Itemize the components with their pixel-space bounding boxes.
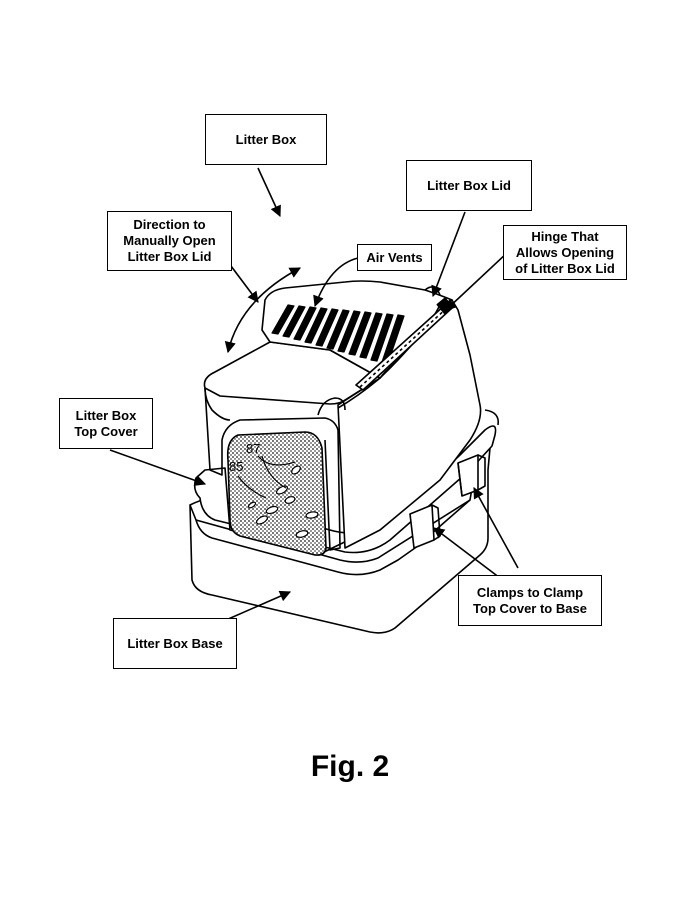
label-litter-box-lid: Litter Box Lid (406, 160, 532, 211)
label-clamps: Clamps to Clamp Top Cover to Base (458, 575, 602, 626)
label-top-cover: Litter Box Top Cover (59, 398, 153, 449)
figure-caption: Fig. 2 (0, 750, 700, 784)
label-air-vents: Air Vents (357, 244, 432, 271)
leader-top-cover (110, 450, 205, 484)
leader-litter-box (258, 168, 280, 216)
label-top-cover-text: Litter Box Top Cover (74, 408, 137, 440)
reference-numeral-85: 85 (229, 459, 243, 474)
label-litter-box-lid-text: Litter Box Lid (427, 178, 511, 194)
label-litter-box-text: Litter Box (236, 132, 297, 148)
label-hinge: Hinge That Allows Opening of Litter Box … (503, 225, 627, 280)
label-air-vents-text: Air Vents (366, 250, 422, 266)
label-base-text: Litter Box Base (127, 636, 222, 652)
label-direction-to-open: Direction to Manually Open Litter Box Li… (107, 211, 232, 271)
label-litter-box: Litter Box (205, 114, 327, 165)
label-direction-to-open-text: Direction to Manually Open Litter Box Li… (123, 217, 215, 265)
label-hinge-text: Hinge That Allows Opening of Litter Box … (515, 229, 615, 277)
leader-hinge (446, 252, 508, 310)
leader-litter-box-lid (433, 212, 465, 296)
reference-numeral-87: 87 (246, 441, 260, 456)
label-clamps-text: Clamps to Clamp Top Cover to Base (473, 585, 587, 617)
leader-direction (228, 262, 258, 302)
label-base: Litter Box Base (113, 618, 237, 669)
